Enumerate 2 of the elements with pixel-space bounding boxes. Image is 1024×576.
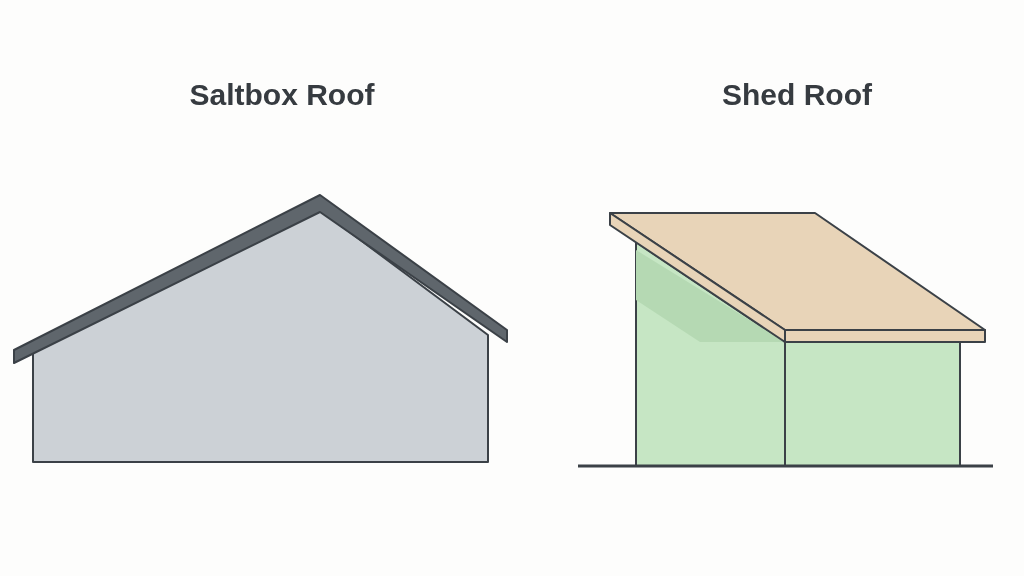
drawing-title: Shed Roof: [722, 78, 872, 112]
drawing-title: Saltbox Roof: [189, 78, 375, 112]
